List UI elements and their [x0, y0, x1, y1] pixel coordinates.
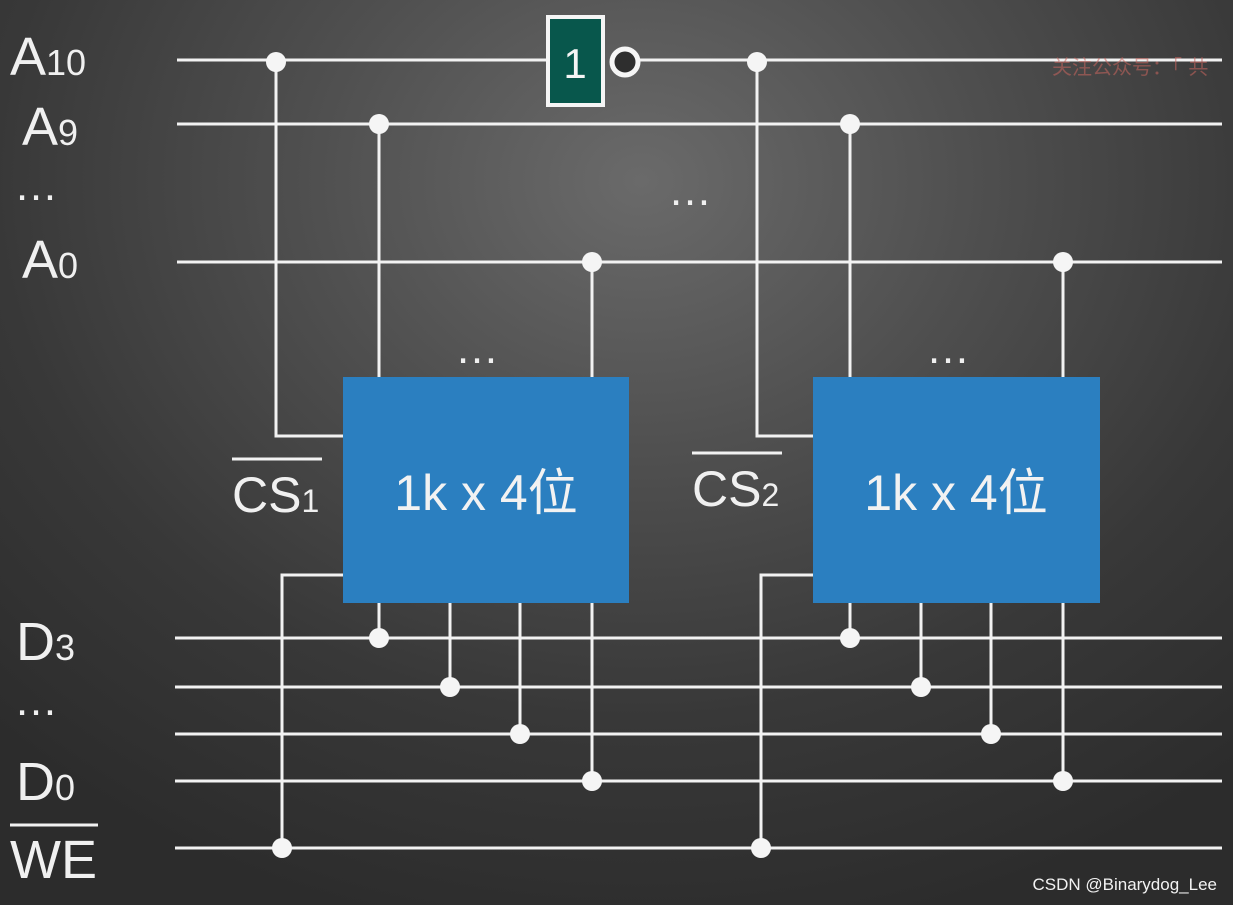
label-address-ellipsis: … — [14, 161, 62, 210]
label-d0: D0 — [16, 752, 75, 812]
label-cs1: CS1 — [232, 467, 319, 523]
junction-dot — [747, 52, 767, 72]
memory-chip-2 — [813, 377, 1100, 603]
watermark-text: 关注公众号：「 共 — [1052, 55, 1208, 79]
inverter-gate-label: 1 — [563, 40, 586, 87]
label-a10: A10 — [10, 27, 86, 87]
junction-dot — [582, 771, 602, 791]
junction-dot — [751, 838, 771, 858]
wire-cs2 — [755, 60, 814, 438]
junction-dot — [510, 724, 530, 744]
junction-dot — [1053, 252, 1073, 272]
inverter-bubble-icon — [609, 46, 641, 78]
label-a9: A9 — [22, 97, 78, 157]
wire-chip1-we — [280, 573, 344, 848]
wire-chip2-we — [759, 573, 814, 848]
label-a0: A0 — [22, 230, 78, 290]
junction-dot — [440, 677, 460, 697]
inverter-gate — [546, 15, 605, 107]
wire-cs1 — [274, 60, 344, 438]
junction-dot — [911, 677, 931, 697]
ellipsis-chip2-address: … — [926, 324, 974, 373]
junction-dot — [369, 114, 389, 134]
label-cs2: CS2 — [692, 461, 779, 517]
memory-chip-2-label: 1k x 4位 — [864, 465, 1047, 521]
label-we: WE — [10, 830, 97, 890]
ellipsis-chip1-address: … — [455, 324, 503, 373]
junction-dot — [582, 252, 602, 272]
junction-dot — [266, 52, 286, 72]
label-data-ellipsis: … — [14, 676, 62, 725]
ellipsis-address-middle: … — [668, 166, 716, 215]
label-d3: D3 — [16, 612, 75, 672]
junction-dot — [272, 838, 292, 858]
junction-dot — [1053, 771, 1073, 791]
memory-chip-1-label: 1k x 4位 — [394, 465, 577, 521]
junction-dot — [981, 724, 1001, 744]
junction-dot — [369, 628, 389, 648]
memory-chip-1 — [343, 377, 629, 603]
junction-dot — [840, 628, 860, 648]
credit-text: CSDN @Binarydog_Lee — [1032, 875, 1217, 894]
junction-dot — [840, 114, 860, 134]
